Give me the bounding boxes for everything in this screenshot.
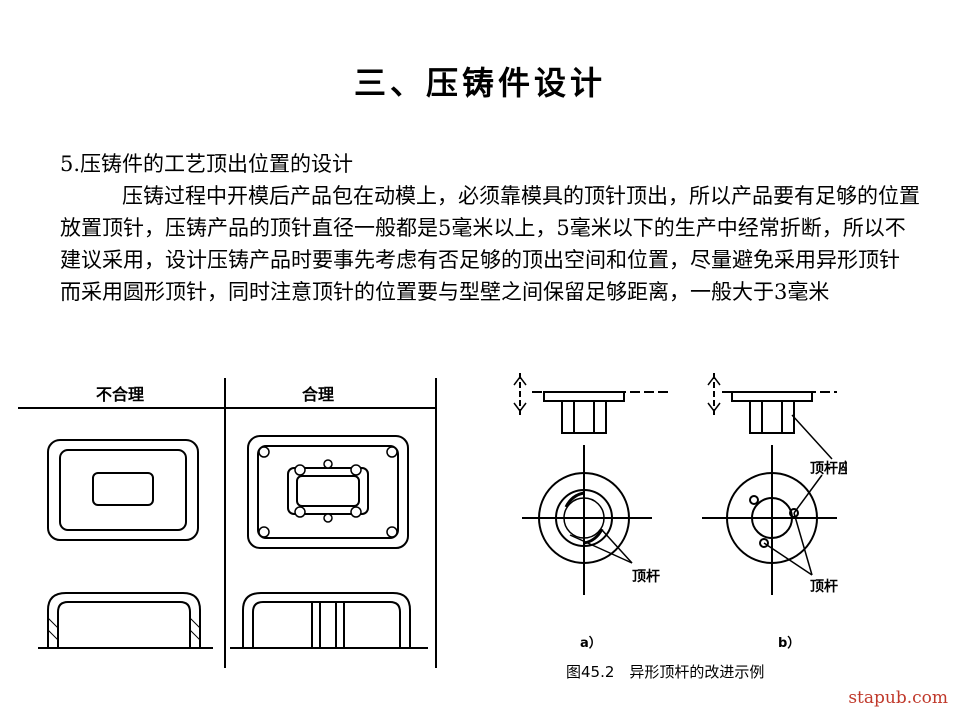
ejector-pin-marks [258,446,398,538]
unreasonable-top-view [47,439,199,541]
diagram-b-plan [702,445,837,595]
figure-caption: 图45.2 异形顶杆的改进示例 [566,663,764,681]
reasonable-section-view [230,592,428,649]
label-b: b） [778,635,800,651]
page-title: 三、压铸件设计 [353,64,606,102]
diagram-a-plan [522,445,652,595]
content-body: 5.压铸件的工艺顶出位置的设计 压铸过程中开模后产品包在动模上，必须靠模具的顶针… [60,148,920,308]
section-heading: 5.压铸件的工艺顶出位置的设计 [60,152,354,176]
body-paragraph: 压铸过程中开模后产品包在动模上，必须靠模具的顶针顶出，所以产品要有足够的位置放置… [60,184,920,304]
unreasonable-section-view [38,592,213,649]
label-reasonable: 合理 [302,385,334,404]
label-pin-seat: 顶杆座 [810,460,847,477]
label-pin-a: 顶杆 [632,568,660,585]
figure-irregular-ejector: 顶杆 顶杆座 顶杆 a） b） 图45.2 异形顶杆的改进示例 [513,373,847,681]
label-a: a） [580,635,602,651]
figure-ejector-placement: 不合理 合理 [18,378,437,668]
diagram-a-section [513,373,672,434]
reasonable-top-view [247,435,409,549]
diagram-b-section [707,373,837,460]
label-unreasonable: 不合理 [96,385,144,404]
watermark: stapub.com [848,688,948,708]
label-pin-b: 顶杆 [810,578,838,595]
